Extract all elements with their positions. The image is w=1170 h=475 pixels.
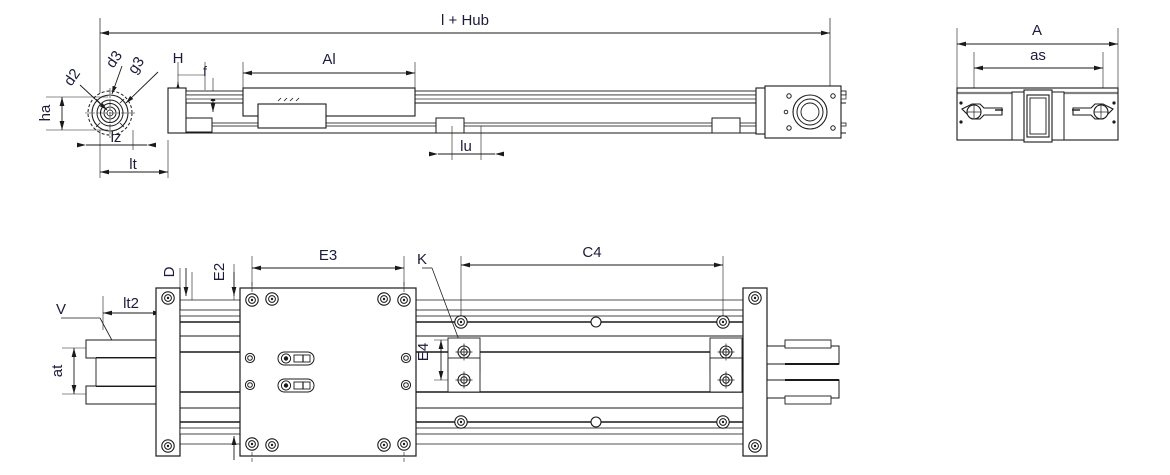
dimension-e2: E2 bbox=[211, 263, 237, 460]
dimension-overall-length: l + Hub bbox=[99, 12, 831, 100]
dim-label-lt2: lt2 bbox=[123, 295, 139, 312]
leader-d3: d3 bbox=[103, 48, 126, 95]
dim-label-c4: C4 bbox=[582, 244, 601, 261]
dimension-as: as bbox=[973, 47, 1104, 122]
dim-label-v: V bbox=[56, 301, 66, 318]
dimension-al: Al bbox=[242, 51, 416, 92]
dim-label-e4: E4 bbox=[415, 343, 432, 361]
dim-label-l-hub: l + Hub bbox=[441, 12, 489, 29]
actuator-body-top bbox=[167, 87, 847, 135]
dimension-a: A bbox=[956, 22, 1119, 95]
right-drive-stub bbox=[766, 339, 840, 405]
dim-label-f: f bbox=[203, 63, 207, 79]
dim-label-a: A bbox=[1032, 22, 1042, 39]
left-drive-stub bbox=[85, 339, 157, 405]
dim-label-e2: E2 bbox=[211, 263, 228, 281]
view-bottom-plan: lt2 V at D bbox=[49, 244, 840, 462]
lube-port-lower bbox=[277, 378, 315, 393]
tslot-left bbox=[959, 101, 1003, 124]
right-end-plate bbox=[742, 287, 768, 457]
dim-label-d: D bbox=[161, 266, 178, 277]
dim-label-d2: d2 bbox=[61, 66, 84, 89]
motor-mount-flange bbox=[764, 85, 842, 139]
dim-label-g3: g3 bbox=[125, 54, 148, 77]
dim-label-k: K bbox=[417, 251, 427, 268]
dim-label-al: Al bbox=[322, 51, 335, 68]
dimension-lu: lu bbox=[429, 126, 504, 160]
dim-label-lz: lz bbox=[111, 129, 122, 146]
dimension-ha: ha bbox=[37, 96, 108, 131]
tslot-right bbox=[1072, 101, 1116, 124]
dimension-c4: C4 bbox=[460, 244, 724, 320]
dim-label-d3: d3 bbox=[103, 48, 126, 71]
dim-label-h: H bbox=[173, 50, 184, 67]
dim-label-lu: lu bbox=[460, 138, 472, 155]
dimension-f: f bbox=[203, 63, 216, 112]
dim-label-e3: E3 bbox=[319, 247, 337, 264]
dim-label-as: as bbox=[1030, 47, 1046, 64]
rail-mounting-holes bbox=[447, 315, 743, 429]
dim-label-lt: lt bbox=[129, 156, 137, 173]
center-guide-block bbox=[1011, 89, 1065, 143]
leader-k: K bbox=[417, 251, 463, 349]
dimension-e3: E3 bbox=[251, 247, 405, 292]
dimension-lt2: lt2 bbox=[102, 288, 163, 330]
dimension-lz: lz bbox=[77, 129, 156, 150]
view-top-elevation: l + Hub d2 d3 g3 bbox=[37, 12, 847, 178]
leader-g3: g3 bbox=[125, 54, 159, 104]
dim-label-at: at bbox=[49, 364, 66, 377]
profile-cross-section bbox=[956, 87, 1119, 143]
carriage-plate bbox=[239, 282, 417, 462]
left-end-plate bbox=[155, 287, 181, 457]
leader-d2: d2 bbox=[61, 66, 108, 111]
view-right-section: A as bbox=[956, 22, 1119, 143]
dimension-d-thickness: D bbox=[161, 266, 193, 300]
lube-port-upper bbox=[277, 351, 315, 366]
dim-label-ha: ha bbox=[37, 104, 54, 121]
dimension-lt: lt bbox=[99, 140, 169, 178]
